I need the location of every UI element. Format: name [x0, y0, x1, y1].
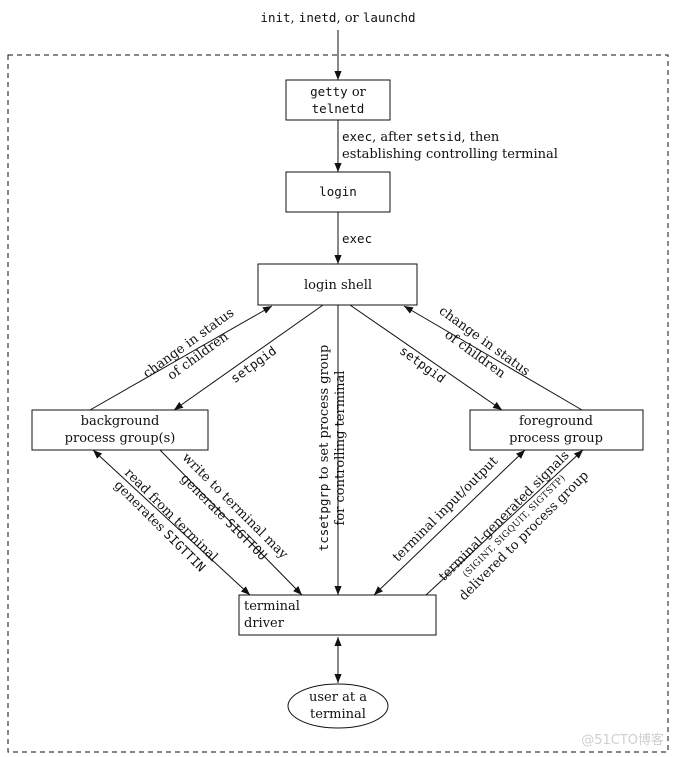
node-login-shell: login shell — [257, 263, 418, 306]
separator-1: , — [291, 11, 299, 26]
node-foreground-process-group: foreground process group — [469, 409, 644, 451]
edge-label-tcsetpgrp: tcsetpgrp to set process group for contr… — [316, 345, 348, 552]
node-getty: getty or telnetd — [285, 79, 391, 121]
inetd-command: inetd — [299, 10, 337, 25]
setsid-keyword: setsid — [416, 129, 461, 144]
edge-driver-background-read — [92, 449, 251, 596]
node-background-process-group: background process group(s) — [31, 409, 209, 451]
init-command: init — [260, 10, 290, 25]
edge-label-exec-setsid: exec, after setsid, then — [342, 129, 500, 145]
foreground-label-line2: process group — [509, 431, 603, 446]
edge-driver-foreground-signals — [425, 449, 584, 596]
getty-or: or — [348, 85, 367, 100]
exec-keyword: exec — [342, 129, 372, 144]
node-user-at-terminal: user at a terminal — [287, 683, 389, 729]
user-label-line2: terminal — [310, 707, 366, 722]
terminal-driver-label-line2: driver — [244, 616, 285, 631]
login-label: login — [319, 184, 357, 199]
tcsetpgrp-keyword: tcsetpgrp — [316, 484, 331, 552]
watermark: @51CTO博客 — [581, 732, 664, 748]
edge-background-shell-status — [89, 305, 273, 411]
edge-shell-background-setpgid — [173, 304, 324, 411]
node-login: login — [285, 171, 391, 213]
edge-label-exec: exec — [342, 231, 372, 246]
top-source-label: init, inetd, or launchd — [260, 10, 415, 26]
edge-shell-foreground-setpgid — [349, 304, 503, 411]
session-boundary — [7, 54, 669, 753]
tcsetpgrp-line2: for controlling terminal — [333, 371, 348, 526]
edge-label-bg-change-status: change in status of children — [141, 306, 238, 384]
terminal-driver-label-line1: terminal — [244, 599, 300, 614]
background-label-line1: background — [81, 414, 160, 429]
user-label-line1: user at a — [309, 690, 367, 705]
separator-2: , or — [336, 11, 362, 26]
edge-label-establishing-terminal: establishing controlling terminal — [342, 147, 558, 162]
edge-foreground-driver-io — [373, 449, 526, 596]
edge-label-bg-setpgid: setpgid — [228, 343, 279, 386]
edge-label-terminal-signals: terminal-generated signals (SIGINT, SIGQ… — [436, 448, 592, 604]
svg-text:getty or: getty or — [310, 84, 367, 100]
node-terminal-driver: terminal driver — [238, 594, 437, 636]
tcsetpgrp-rest: to set process group — [317, 345, 332, 484]
background-label-line2: process group(s) — [65, 431, 176, 446]
edge-label-fg-setpgid: setpgid — [397, 343, 448, 386]
telnetd-command: telnetd — [312, 101, 365, 116]
edge-background-driver-write — [159, 449, 303, 596]
getty-command: getty — [310, 84, 348, 99]
after-text: , after — [372, 130, 416, 145]
then-text: , then — [461, 130, 500, 145]
svg-text:tcsetpgrp to set process group: tcsetpgrp to set process group — [316, 345, 332, 552]
launchd-command: launchd — [363, 10, 416, 25]
login-shell-label: login shell — [304, 278, 372, 293]
foreground-label-line1: foreground — [519, 414, 593, 429]
edge-foreground-shell-status — [403, 305, 583, 411]
